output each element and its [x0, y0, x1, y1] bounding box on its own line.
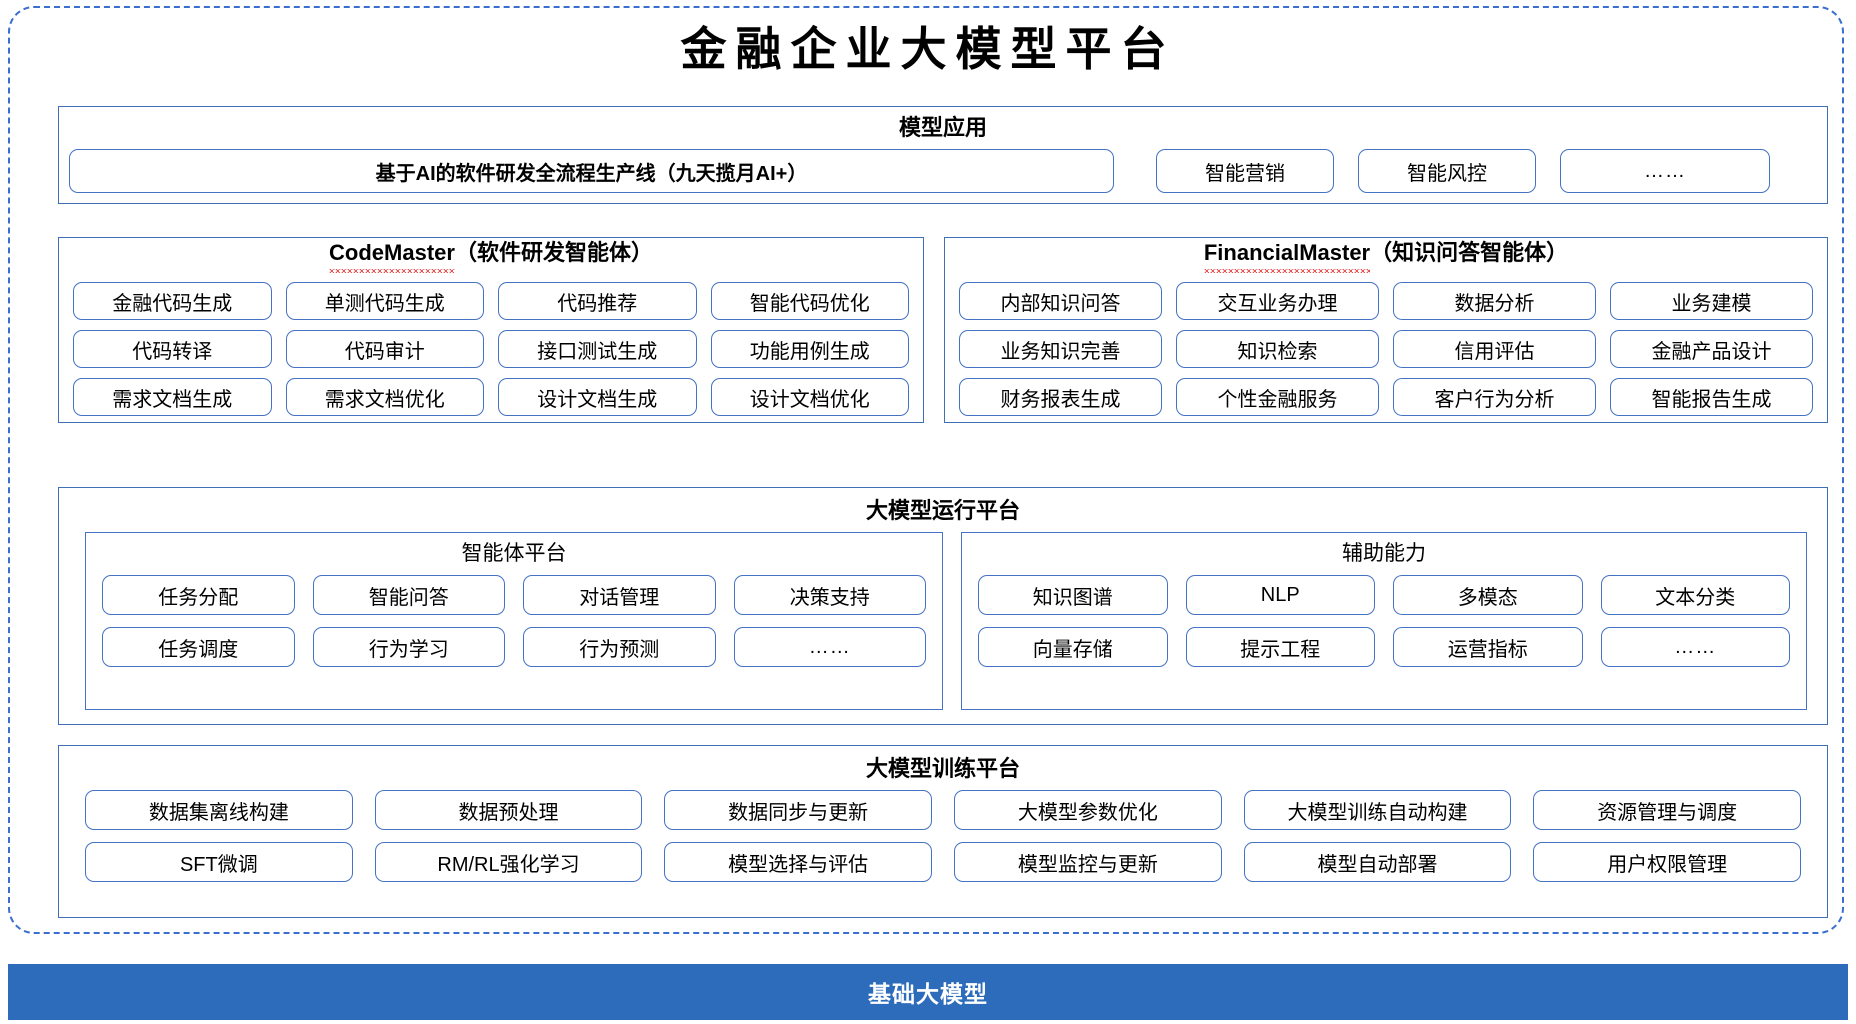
- auxiliary-row-1: 知识图谱 NLP 多模态 文本分类: [978, 575, 1790, 615]
- agent-platform-grid: 任务分配 智能问答 对话管理 决策支持 任务调度 行为学习 行为预测 ……: [102, 575, 926, 667]
- section-training-platform: 大模型训练平台 数据集离线构建 数据预处理 数据同步与更新 大模型参数优化 大模…: [58, 745, 1828, 918]
- chip-more-agent-platform[interactable]: ……: [733, 627, 926, 667]
- codemaster-row-1: 金融代码生成 单测代码生成 代码推荐 智能代码优化: [73, 282, 909, 320]
- chip-dataset-offline-build[interactable]: 数据集离线构建: [85, 790, 353, 830]
- page-title: 金融企业大模型平台: [680, 24, 1176, 75]
- chip-behavior-prediction[interactable]: 行为预测: [523, 627, 716, 667]
- chip-code-audit[interactable]: 代码审计: [285, 330, 484, 368]
- chip-smart-risk-control[interactable]: 智能风控: [1358, 149, 1536, 193]
- auxiliary-capability-grid: 知识图谱 NLP 多模态 文本分类 向量存储 提示工程 运营指标 ……: [978, 575, 1790, 667]
- agent-platform-row-1: 任务分配 智能问答 对话管理 决策支持: [102, 575, 926, 615]
- section-title-training-platform: 大模型训练平台: [865, 756, 1020, 781]
- section-model-application: 模型应用 基于AI的软件研发全流程生产线（九天揽月AI+） 智能营销 智能风控 …: [58, 106, 1828, 204]
- chip-data-analysis[interactable]: 数据分析: [1393, 282, 1596, 320]
- chip-smart-qa[interactable]: 智能问答: [312, 575, 505, 615]
- chip-design-doc-gen[interactable]: 设计文档生成: [498, 378, 697, 416]
- chip-nlp[interactable]: NLP: [1185, 575, 1375, 615]
- chip-smart-marketing[interactable]: 智能营销: [1156, 149, 1334, 193]
- subsection-title-agent-platform: 智能体平台: [461, 542, 567, 565]
- chip-multimodal[interactable]: 多模态: [1393, 575, 1583, 615]
- codemaster-row-2: 代码转译 代码审计 接口测试生成 功能用例生成: [73, 330, 909, 368]
- chip-financial-product-design[interactable]: 金融产品设计: [1610, 330, 1813, 368]
- chip-dialogue-management[interactable]: 对话管理: [523, 575, 716, 615]
- financialmaster-name-cn: （知识问答智能体）: [1370, 240, 1569, 265]
- chip-model-auto-deploy[interactable]: 模型自动部署: [1243, 842, 1512, 882]
- section-title-financialmaster: FinancialMaster（知识问答智能体）: [945, 238, 1827, 273]
- codemaster-name-latin: CodeMaster: [329, 238, 455, 273]
- chip-functional-case-gen[interactable]: 功能用例生成: [710, 330, 909, 368]
- chip-text-classification[interactable]: 文本分类: [1600, 575, 1790, 615]
- chip-rm-rl-reinforcement[interactable]: RM/RL强化学习: [374, 842, 643, 882]
- financialmaster-row-1: 内部知识问答 交互业务办理 数据分析 业务建模: [959, 282, 1813, 320]
- chip-business-modeling[interactable]: 业务建模: [1610, 282, 1813, 320]
- codemaster-capability-grid: 金融代码生成 单测代码生成 代码推荐 智能代码优化 代码转译 代码审计 接口测试…: [73, 282, 909, 416]
- chip-operation-metrics[interactable]: 运营指标: [1393, 627, 1583, 667]
- chip-requirement-doc-gen[interactable]: 需求文档生成: [73, 378, 272, 416]
- chip-interactive-business[interactable]: 交互业务办理: [1176, 282, 1379, 320]
- codemaster-name-cn: （软件研发智能体）: [454, 240, 653, 265]
- chip-customer-behavior-analysis[interactable]: 客户行为分析: [1393, 378, 1596, 416]
- auxiliary-row-2: 向量存储 提示工程 运营指标 ……: [978, 627, 1790, 667]
- training-row-1: 数据集离线构建 数据预处理 数据同步与更新 大模型参数优化 大模型训练自动构建 …: [85, 790, 1802, 830]
- model-application-chip-row: 基于AI的软件研发全流程生产线（九天揽月AI+） 智能营销 智能风控 ……: [69, 149, 1819, 193]
- foundation-model-label: 基础大模型: [868, 981, 988, 1007]
- section-title-codemaster: CodeMaster（软件研发智能体）: [59, 238, 923, 273]
- chip-financial-code-gen[interactable]: 金融代码生成: [73, 282, 272, 320]
- diagram-outer-frame: [8, 6, 1844, 934]
- chip-code-translate[interactable]: 代码转译: [73, 330, 272, 368]
- chip-smart-report-gen[interactable]: 智能报告生成: [1610, 378, 1813, 416]
- chip-model-selection-eval[interactable]: 模型选择与评估: [664, 842, 933, 882]
- chip-personalized-finance-service[interactable]: 个性金融服务: [1176, 378, 1379, 416]
- section-codemaster-agent: CodeMaster（软件研发智能体） 金融代码生成 单测代码生成 代码推荐 智…: [58, 237, 924, 423]
- chip-more-auxiliary[interactable]: ……: [1600, 627, 1790, 667]
- section-financialmaster-agent: FinancialMaster（知识问答智能体） 内部知识问答 交互业务办理 数…: [944, 237, 1828, 423]
- chip-resource-mgmt-scheduling[interactable]: 资源管理与调度: [1533, 790, 1802, 830]
- training-platform-grid: 数据集离线构建 数据预处理 数据同步与更新 大模型参数优化 大模型训练自动构建 …: [85, 790, 1802, 882]
- subsection-auxiliary-capability: 辅助能力 知识图谱 NLP 多模态 文本分类 向量存储 提示工程 运营指标 ……: [961, 532, 1807, 710]
- subsection-title-auxiliary-capability: 辅助能力: [1342, 542, 1426, 565]
- chip-decision-support[interactable]: 决策支持: [733, 575, 926, 615]
- chip-internal-knowledge-qa[interactable]: 内部知识问答: [959, 282, 1162, 320]
- chip-requirement-doc-optimize[interactable]: 需求文档优化: [285, 378, 484, 416]
- chip-credit-assessment[interactable]: 信用评估: [1393, 330, 1596, 368]
- section-title-runtime-platform: 大模型运行平台: [865, 498, 1020, 523]
- chip-data-preprocessing[interactable]: 数据预处理: [374, 790, 643, 830]
- chip-prompt-engineering[interactable]: 提示工程: [1185, 627, 1375, 667]
- chip-task-scheduling[interactable]: 任务调度: [102, 627, 295, 667]
- section-runtime-platform: 大模型运行平台 智能体平台 任务分配 智能问答 对话管理 决策支持 任务调度 行…: [58, 487, 1828, 725]
- chip-knowledge-retrieval[interactable]: 知识检索: [1176, 330, 1379, 368]
- agent-platform-row-2: 任务调度 行为学习 行为预测 ……: [102, 627, 926, 667]
- chip-code-recommend[interactable]: 代码推荐: [498, 282, 697, 320]
- chip-user-permission-mgmt[interactable]: 用户权限管理: [1533, 842, 1802, 882]
- training-row-2: SFT微调 RM/RL强化学习 模型选择与评估 模型监控与更新 模型自动部署 用…: [85, 842, 1802, 882]
- subsection-agent-platform: 智能体平台 任务分配 智能问答 对话管理 决策支持 任务调度 行为学习 行为预测…: [85, 532, 943, 710]
- chip-sft-finetune[interactable]: SFT微调: [85, 842, 353, 882]
- chip-smart-code-optimize[interactable]: 智能代码优化: [710, 282, 909, 320]
- financialmaster-capability-grid: 内部知识问答 交互业务办理 数据分析 业务建模 业务知识完善 知识检索 信用评估…: [959, 282, 1813, 416]
- codemaster-row-3: 需求文档生成 需求文档优化 设计文档生成 设计文档优化: [73, 378, 909, 416]
- chip-api-test-gen[interactable]: 接口测试生成: [498, 330, 697, 368]
- financialmaster-name-latin: FinancialMaster: [1203, 238, 1371, 273]
- chip-unittest-code-gen[interactable]: 单测代码生成: [285, 282, 484, 320]
- chip-model-monitor-update[interactable]: 模型监控与更新: [954, 842, 1222, 882]
- foundation-model-bar: 基础大模型: [8, 964, 1848, 1020]
- chip-vector-storage[interactable]: 向量存储: [978, 627, 1168, 667]
- chip-business-knowledge-improve[interactable]: 业务知识完善: [959, 330, 1162, 368]
- chip-model-param-optimize[interactable]: 大模型参数优化: [954, 790, 1222, 830]
- chip-task-allocation[interactable]: 任务分配: [102, 575, 295, 615]
- financialmaster-row-2: 业务知识完善 知识检索 信用评估 金融产品设计: [959, 330, 1813, 368]
- chip-data-sync-update[interactable]: 数据同步与更新: [664, 790, 933, 830]
- chip-behavior-learning[interactable]: 行为学习: [312, 627, 505, 667]
- financialmaster-row-3: 财务报表生成 个性金融服务 客户行为分析 智能报告生成: [959, 378, 1813, 416]
- chip-design-doc-optimize[interactable]: 设计文档优化: [710, 378, 909, 416]
- chip-knowledge-graph[interactable]: 知识图谱: [978, 575, 1168, 615]
- chip-training-auto-build[interactable]: 大模型训练自动构建: [1243, 790, 1512, 830]
- chip-ai-software-pipeline[interactable]: 基于AI的软件研发全流程生产线（九天揽月AI+）: [69, 149, 1114, 193]
- chip-more-applications[interactable]: ……: [1560, 149, 1770, 193]
- chip-financial-report-gen[interactable]: 财务报表生成: [959, 378, 1162, 416]
- section-title-model-application: 模型应用: [898, 115, 987, 140]
